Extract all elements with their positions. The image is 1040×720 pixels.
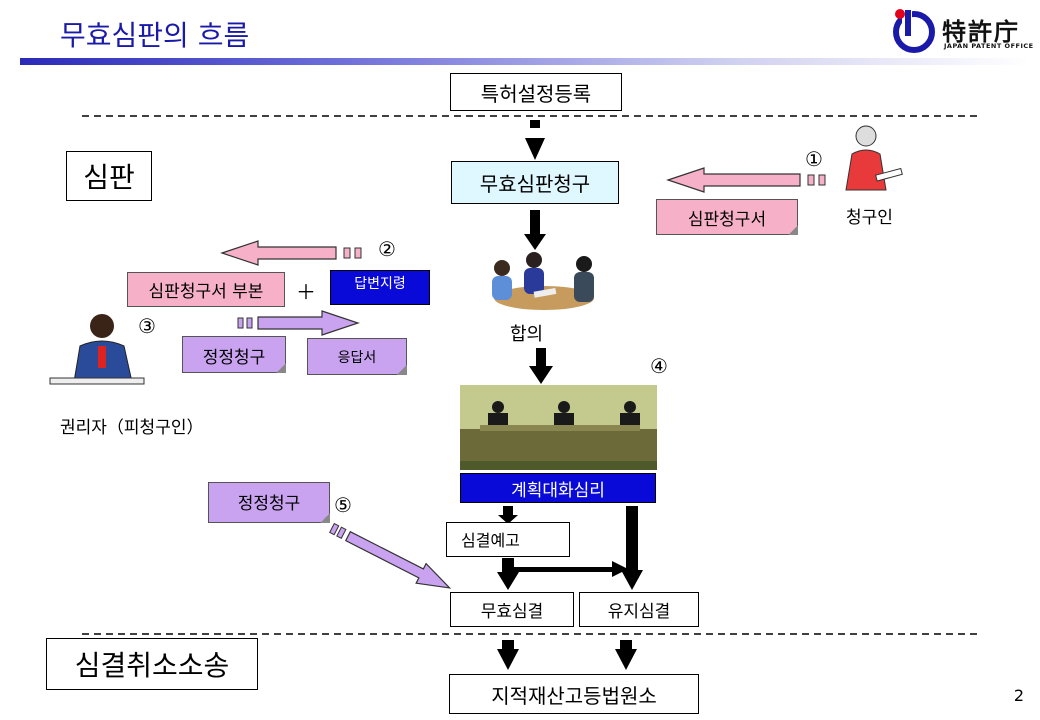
- page-number: 2: [1013, 686, 1024, 705]
- correction-note-2: 정정청구: [208, 482, 330, 523]
- lavender-arrow-step5: [329, 522, 452, 589]
- patentee-figure: [49, 314, 145, 385]
- section-trial: 심판: [66, 151, 152, 201]
- meeting-illustration: [492, 252, 594, 310]
- down-arrow-court-right: [615, 640, 637, 670]
- response-note: 응답서: [307, 338, 407, 375]
- collegial-label: 합의: [510, 324, 544, 345]
- pink-arrow-step1: [666, 167, 826, 193]
- advance-notice-box: 심결예고: [446, 522, 570, 557]
- request-copy-note: 심판청구서 부본: [127, 272, 285, 307]
- patentee-label: 권리자（피청구인）: [60, 418, 204, 438]
- plus-sign: ＋: [296, 280, 316, 304]
- correction-note-1: 정정청구: [182, 336, 286, 373]
- down-arrow-request: [524, 210, 546, 250]
- reply-notice-box: 답변지령: [330, 270, 430, 305]
- step-2-label: ②: [378, 237, 396, 261]
- step-3-label: ③: [138, 314, 156, 338]
- pink-arrow-step2: [220, 240, 362, 266]
- lavender-arrow-step3: [237, 310, 360, 336]
- step-4-label: ④: [650, 354, 668, 378]
- request-doc-note: 심판청구서: [656, 199, 798, 235]
- ip-high-court-box: 지적재산고등법원소: [449, 674, 699, 714]
- registration-box: 특허설정등록: [450, 73, 622, 111]
- demandant-figure: [845, 125, 903, 191]
- down-arrow-hearing: [498, 506, 518, 524]
- step-5-label: ⑤: [334, 493, 352, 517]
- right-arrow-notice: [514, 561, 628, 577]
- down-arrow-collegial: [529, 348, 553, 384]
- logo-subtitle: JAPAN PATENT OFFICE: [944, 42, 1034, 50]
- down-arrow-court-left: [497, 640, 519, 670]
- jpo-logo-icon: [893, 8, 935, 53]
- section-litigation: 심결취소소송: [46, 638, 258, 690]
- oral-hearing-box: 계획대화심리: [460, 473, 656, 503]
- logo-kanji: 特許庁: [942, 18, 1020, 46]
- down-arrow-maintenance: [621, 506, 643, 590]
- title-underline: [20, 58, 1030, 65]
- request-box: 무효심판청구: [451, 161, 619, 204]
- down-arrow-registration: [525, 120, 545, 160]
- invalidation-box: 무효심결: [450, 592, 574, 627]
- step-1-label: ①: [805, 147, 823, 171]
- demandant-label: 청구인: [846, 208, 893, 228]
- courtroom-photo: [460, 385, 657, 470]
- page-title: 무효심판의 흐름: [60, 19, 250, 52]
- maintenance-box: 유지심결: [579, 592, 699, 627]
- down-arrow-notice: [497, 558, 519, 590]
